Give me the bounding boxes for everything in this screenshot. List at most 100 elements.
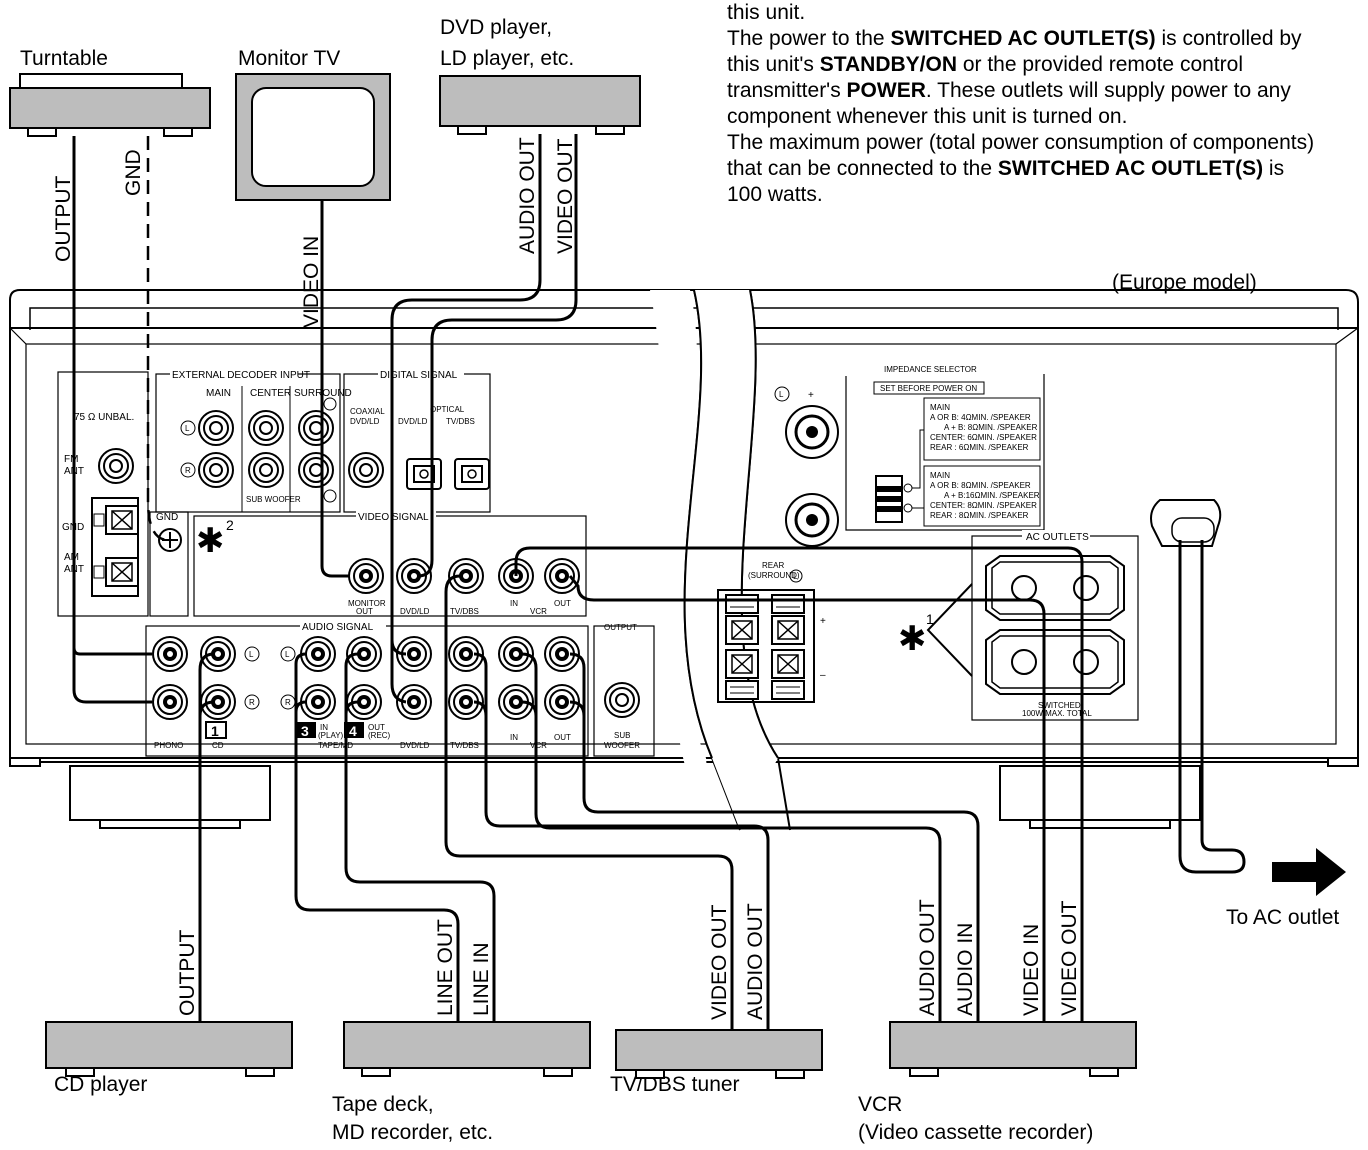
cable-labels: OUTPUT GND VIDEO IN AUDIO OUT VIDEO OUT … [52, 137, 1081, 1020]
svg-text:PHONO: PHONO [154, 741, 183, 750]
vcr-label: VCR [858, 1093, 903, 1116]
svg-text:VIDEO IN: VIDEO IN [1020, 924, 1043, 1016]
svg-text:DVD/LD: DVD/LD [400, 741, 430, 750]
svg-text:LINE OUT: LINE OUT [434, 919, 457, 1016]
svg-text:GND: GND [122, 149, 145, 196]
dvd-player-label: DVD player, [440, 16, 553, 39]
svg-text:TV/DBS: TV/DBS [446, 417, 475, 426]
power-cord-clamp [1150, 499, 1222, 547]
panel-break [650, 289, 791, 831]
turntable-device [9, 73, 211, 137]
note-line: this unit. [727, 1, 806, 24]
cables [72, 134, 1246, 1030]
svg-text:AUDIO OUT: AUDIO OUT [916, 899, 939, 1016]
note-line: this unit's STANDBY/ON or the provided r… [727, 53, 1243, 76]
note-line: transmitter's POWER. These outlets will … [727, 79, 1291, 102]
svg-text:DIGITAL SIGNAL: DIGITAL SIGNAL [380, 370, 458, 381]
svg-text:CD: CD [212, 741, 224, 750]
svg-text:OUT: OUT [368, 723, 385, 732]
svg-text:IN: IN [510, 599, 518, 608]
svg-text:R: R [285, 698, 291, 707]
svg-text:FM: FM [64, 454, 78, 465]
svg-text:1: 1 [926, 611, 934, 627]
svg-text:L: L [779, 390, 784, 399]
svg-text:DVD/LD: DVD/LD [400, 607, 430, 616]
svg-text:COAXIAL: COAXIAL [350, 407, 385, 416]
svg-text:(PLAY): (PLAY) [318, 731, 344, 740]
svg-text:DVD/LD: DVD/LD [350, 417, 380, 426]
svg-text:EXTERNAL DECODER INPUT: EXTERNAL DECODER INPUT [172, 370, 310, 381]
note-line: 100 watts. [727, 183, 823, 206]
video-signal-section: VIDEO SIGNAL MONITOR OUT DVD/LD TV/DBS I… [193, 510, 587, 617]
dvd-player-label-2: LD player, etc. [440, 47, 575, 70]
svg-text:A + B:16ΩMIN. /SPEAKER: A + B:16ΩMIN. /SPEAKER [944, 491, 1040, 500]
svg-text:AUDIO IN: AUDIO IN [954, 923, 977, 1016]
svg-text:SUB WOOFER: SUB WOOFER [246, 495, 301, 504]
ac-outlets: AC OUTLETS SWITCHED 100W MAX. TOTAL ✱ 1 [898, 530, 1139, 721]
svg-text:+: + [808, 390, 814, 401]
vcr-label-2: (Video cassette recorder) [858, 1121, 1094, 1144]
audio-signal-section: AUDIO SIGNAL L R L R PHONO 1 CD 3 IN (PL… [145, 620, 589, 757]
svg-text:OUT: OUT [356, 607, 373, 616]
svg-text:L: L [793, 572, 798, 581]
svg-text:–: – [820, 670, 826, 681]
svg-text:VCR: VCR [530, 741, 547, 750]
svg-text:CENTER: 8ΩMIN. /SPEAKER: CENTER: 8ΩMIN. /SPEAKER [930, 501, 1037, 510]
speaker-section: L + REAR (SURROUND) L + – [717, 386, 839, 703]
svg-text:TV/DBS: TV/DBS [450, 741, 479, 750]
svg-text:REAR : 6ΩMIN. /SPEAKER: REAR : 6ΩMIN. /SPEAKER [930, 443, 1029, 452]
turntable-label: Turntable [20, 47, 108, 70]
tape-deck-device [343, 1021, 591, 1077]
svg-text:✱: ✱ [898, 619, 927, 659]
vcr-device [889, 1021, 1137, 1077]
svg-text:MAIN: MAIN [930, 471, 950, 480]
svg-text:A OR B: 4ΩMIN. /SPEAKER: A OR B: 4ΩMIN. /SPEAKER [930, 413, 1031, 422]
svg-text:SWITCHED: SWITCHED [1038, 701, 1081, 710]
svg-text:MAIN: MAIN [206, 388, 231, 399]
svg-text:(SURROUND): (SURROUND) [748, 571, 800, 580]
note-line: that can be connected to the SWITCHED AC… [727, 157, 1285, 180]
svg-text:VIDEO OUT: VIDEO OUT [554, 138, 577, 254]
monitor-tv-device [235, 73, 391, 201]
svg-text:100W MAX. TOTAL: 100W MAX. TOTAL [1022, 709, 1092, 718]
svg-text:VIDEO IN: VIDEO IN [300, 236, 323, 328]
svg-text:3: 3 [301, 723, 309, 739]
svg-text:2: 2 [226, 517, 234, 533]
svg-text:MAIN: MAIN [930, 403, 950, 412]
tape-deck-label: Tape deck, [332, 1093, 434, 1116]
tape-deck-label-2: MD recorder, etc. [332, 1121, 494, 1144]
svg-text:VIDEO OUT: VIDEO OUT [1058, 900, 1081, 1016]
model-label: (Europe model) [1112, 271, 1257, 294]
svg-text:AUDIO SIGNAL: AUDIO SIGNAL [302, 622, 374, 633]
svg-text:WOOFER: WOOFER [604, 741, 640, 750]
svg-text:AUDIO OUT: AUDIO OUT [744, 903, 767, 1020]
note-line: The power to the SWITCHED AC OUTLET(S) i… [727, 27, 1302, 50]
svg-text:R: R [249, 698, 255, 707]
svg-text:A + B: 8ΩMIN. /SPEAKER: A + B: 8ΩMIN. /SPEAKER [944, 423, 1038, 432]
svg-text:L: L [249, 650, 254, 659]
monitor-tv-label: Monitor TV [238, 47, 341, 70]
svg-text:TV/DBS: TV/DBS [450, 607, 479, 616]
ac-arrow-icon [1272, 848, 1346, 896]
svg-text:IMPEDANCE SELECTOR: IMPEDANCE SELECTOR [884, 365, 977, 374]
svg-text:IN: IN [320, 723, 328, 732]
svg-text:1: 1 [211, 723, 219, 739]
svg-text:AUDIO OUT: AUDIO OUT [516, 137, 539, 254]
cd-player-label: CD player [54, 1073, 148, 1096]
svg-text:REAR : 8ΩMIN. /SPEAKER: REAR : 8ΩMIN. /SPEAKER [930, 511, 1029, 520]
dvd-player-device [439, 75, 641, 135]
power-note: this unit. The power to the SWITCHED AC … [727, 0, 1368, 208]
svg-text:R: R [185, 466, 191, 475]
svg-text:✱: ✱ [196, 521, 225, 561]
to-ac-outlet-label: To AC outlet [1226, 906, 1340, 929]
note-line: The maximum power (total power consumpti… [727, 131, 1315, 154]
svg-text:OUT: OUT [554, 599, 571, 608]
svg-text:AM: AM [64, 552, 79, 563]
svg-text:SUB: SUB [614, 731, 630, 740]
svg-text:OUTPUT: OUTPUT [604, 623, 637, 632]
svg-text:OPTICAL: OPTICAL [430, 405, 465, 414]
svg-text:MONITOR: MONITOR [348, 599, 386, 608]
svg-text:AC OUTLETS: AC OUTLETS [1026, 532, 1089, 543]
svg-text:L: L [285, 650, 290, 659]
